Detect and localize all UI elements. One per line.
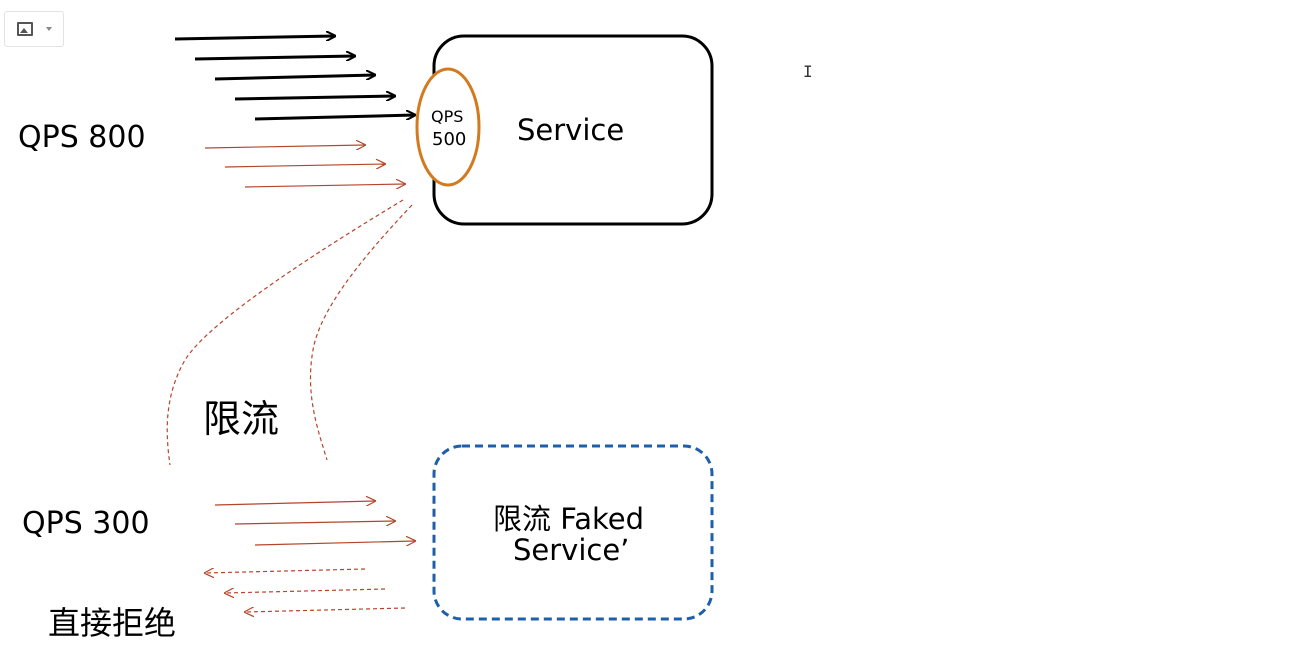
accepted-arrow [234,96,395,99]
limited-arrow [214,501,375,505]
incoming-qps-label: QPS 800 [18,120,146,155]
faked-service-box [432,444,714,621]
limited-arrow [234,521,395,524]
limit-qps-label: QPS [431,107,464,126]
reroute-curve [309,204,413,461]
reject-arrows [205,569,406,612]
accepted-arrow [194,56,355,59]
limited-arrow [254,541,415,545]
reject-label: 直接拒绝 [48,604,177,642]
accepted-arrow [174,36,335,39]
limited-qps-label: QPS 300 [22,506,150,541]
caret-down-icon[interactable] [46,27,52,31]
reject-arrow [245,608,406,612]
reject-arrow [205,569,366,573]
rate-limit-label: 限流 [203,397,280,441]
limited-arrows [214,501,415,545]
limit-value-label: 500 [432,129,467,150]
excess-arrow [204,145,365,148]
reject-arrow [225,589,386,593]
faked-service-line1: 限流 Faked [493,502,645,536]
accepted-arrow [214,75,375,81]
text-cursor-icon: I [803,62,813,81]
accepted-arrows [174,36,415,121]
excess-arrow [224,164,385,167]
faked-service-line2: Service’ [513,533,630,567]
excess-arrow [244,184,405,187]
excess-arrows [204,145,405,187]
service-label: Service [517,113,625,147]
limit-ellipse [415,67,481,187]
image-insert-button[interactable] [4,11,64,47]
image-icon [17,22,33,36]
reroute-curves [166,199,413,466]
reroute-curve [166,199,404,466]
accepted-arrow [254,115,415,121]
